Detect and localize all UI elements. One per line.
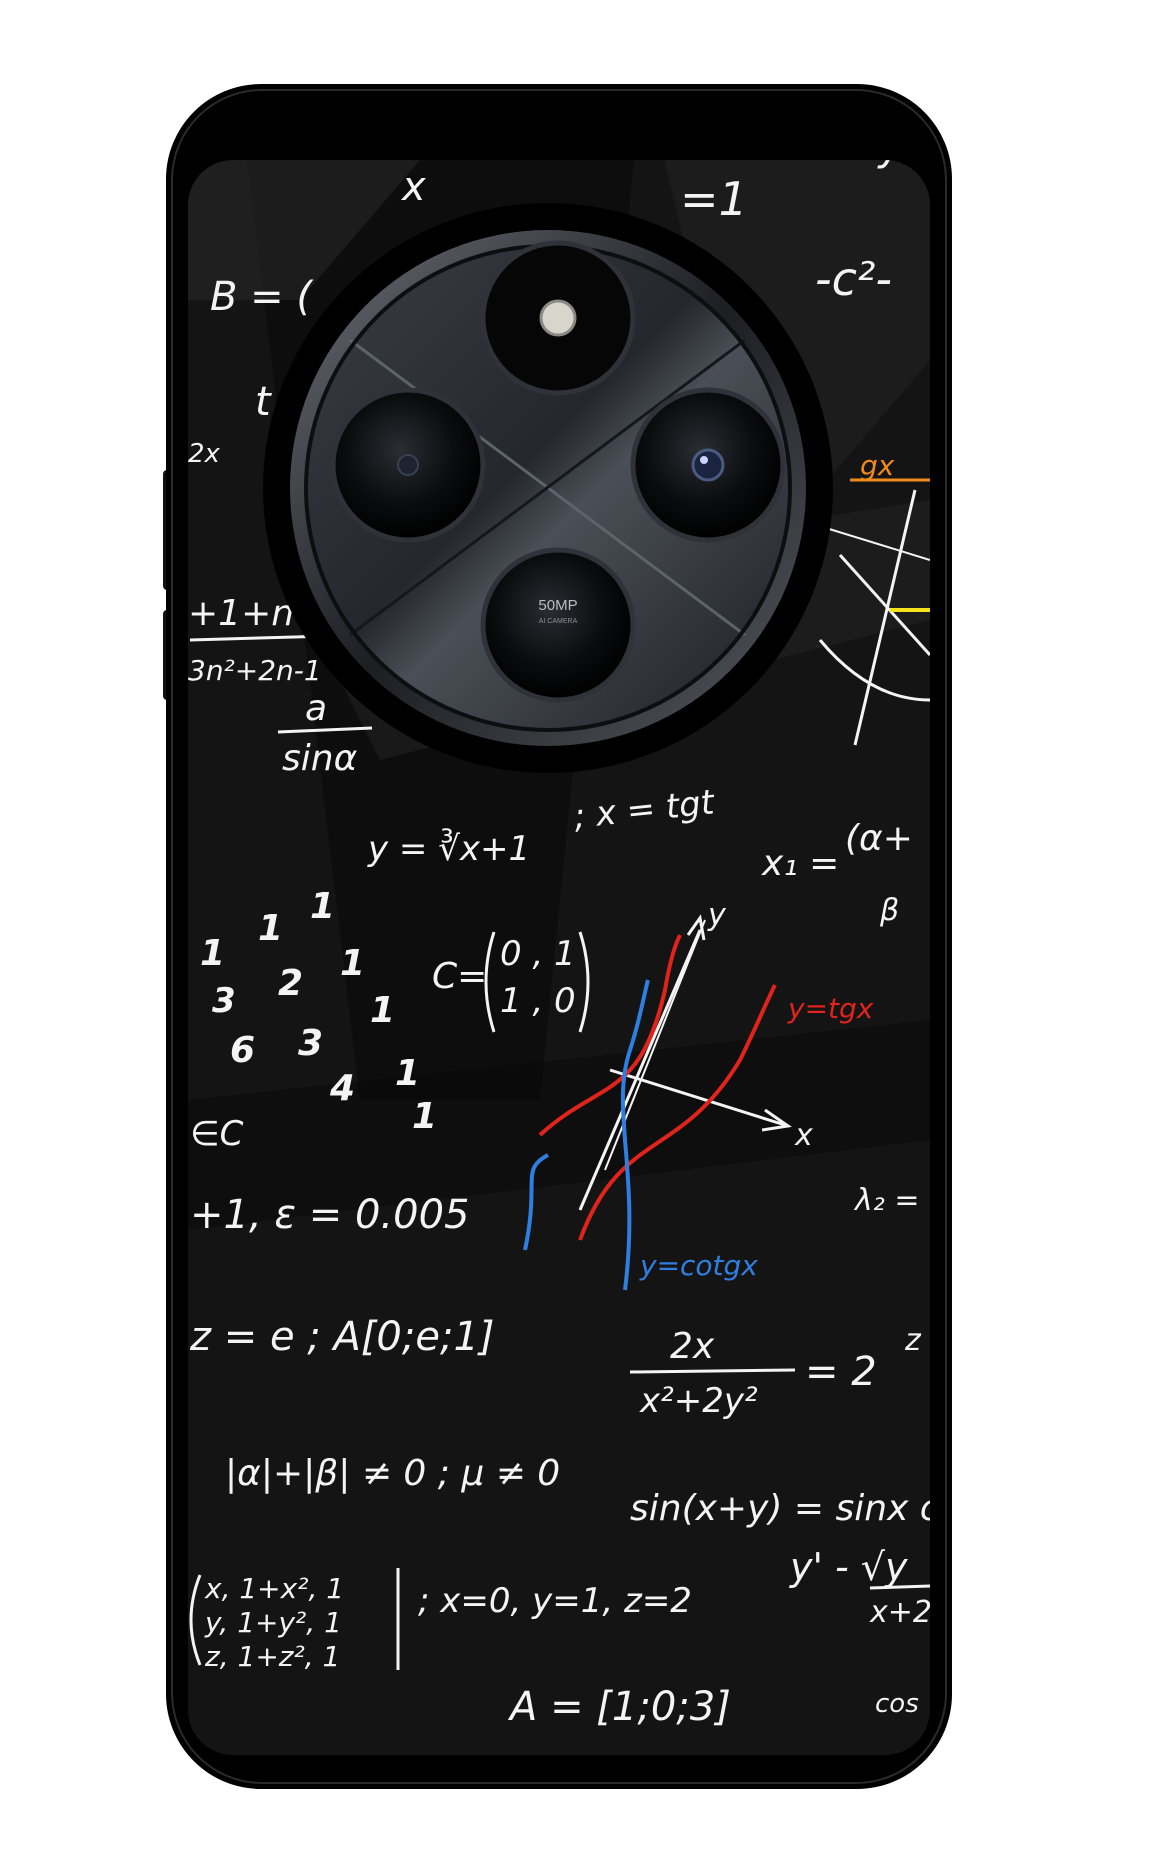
fraction-bar — [277, 726, 373, 734]
lens-left — [330, 387, 486, 543]
formula-text: sinα — [282, 738, 358, 779]
matrix-bracket — [484, 931, 496, 1033]
formula-text: (α+ — [845, 818, 913, 859]
digit: 3 — [298, 1023, 323, 1064]
digit-cluster: 1 1 1 2 1 3 1 6 3 4 1 1 — [200, 886, 437, 1137]
lens-glass — [397, 454, 419, 476]
digit: 1 — [200, 933, 225, 974]
sketch-line — [853, 489, 917, 746]
formula-text: z — [904, 1323, 922, 1358]
formula-text: a — [305, 688, 327, 729]
graph-label-cotg: y=cotgx — [639, 1249, 758, 1282]
fraction-bar — [629, 1368, 796, 1374]
tg-curve — [578, 984, 777, 1241]
formula-text: 2x — [670, 1326, 715, 1367]
graph-x-axis — [609, 1068, 786, 1127]
digit: 1 — [310, 886, 335, 927]
formula-text: x — [400, 164, 426, 210]
camera-plate-seam — [349, 338, 746, 637]
sketch-arc — [818, 639, 930, 702]
lens-main: 50MP AI CAMERA — [480, 547, 636, 703]
digit: 1 — [395, 1053, 420, 1094]
formula-text: =1 — [680, 172, 748, 226]
camera-badge-sub: AI CAMERA — [539, 618, 578, 625]
formula-text: λ₂ = — [853, 1183, 919, 1218]
formula-text: y = ∛x+1 — [367, 828, 530, 869]
camera-module: 50MP AI CAMERA — [263, 203, 833, 773]
flash — [480, 240, 636, 396]
matrix-row: 0 , 1 — [500, 934, 576, 974]
cotg-curve — [523, 1153, 549, 1251]
matrix-bracket — [189, 1574, 202, 1666]
formula-text: 2x — [188, 439, 221, 469]
formula-text: +1, ε = 0.005 — [190, 1192, 469, 1238]
formula-text: z = e ; A[0;e;1] — [189, 1314, 495, 1360]
formula-text: x²+2y² — [639, 1381, 758, 1421]
graph-asymptote — [604, 919, 706, 1171]
case-rim — [171, 89, 947, 1784]
formula-text: t — [255, 379, 272, 425]
digit: 4 — [329, 1068, 355, 1109]
formula-text: |α|+|β| ≠ 0 ; μ ≠ 0 — [225, 1453, 560, 1494]
digit: 1 — [412, 1096, 437, 1137]
digit: 3 — [212, 981, 236, 1021]
matrix-row: z, 1+z², 1 — [204, 1640, 340, 1673]
formula-text: β — [879, 893, 899, 928]
shadow-beam — [188, 1020, 930, 1230]
lens-right — [630, 387, 786, 543]
digit: 1 — [258, 908, 283, 949]
matrix-label: C= — [432, 956, 487, 997]
digit: 1 — [340, 943, 365, 984]
graph-x-arrow — [761, 1108, 792, 1132]
formula-text: B = ( — [210, 274, 314, 320]
formula-text: = 2 — [805, 1349, 877, 1395]
digit: 1 — [370, 990, 395, 1031]
formula-text: ∈C — [190, 1114, 244, 1154]
sketch-line — [838, 553, 930, 657]
matrix-row: y, 1+y², 1 — [204, 1606, 342, 1639]
formula-text: A = [1;0;3] — [507, 1684, 731, 1730]
graph-y-axis — [578, 929, 702, 1211]
formula-text: cos — [875, 1689, 919, 1719]
formula-text: x+2 — [869, 1595, 932, 1630]
tg-curve — [538, 934, 682, 1137]
graph-label-y: y — [707, 898, 727, 933]
cotg-curve — [620, 979, 650, 1291]
camera-badge: 50MP — [538, 597, 577, 614]
matrix-xyz: x, 1+x², 1 y, 1+y², 1 z, 1+z², 1 — [189, 1568, 400, 1673]
matrix-row: x, 1+x², 1 — [204, 1572, 344, 1605]
flash-led — [539, 299, 577, 337]
light-band — [188, 160, 420, 300]
formula-text: gx — [860, 449, 895, 482]
formula-text: y' - √y — [789, 1545, 908, 1589]
graph-y-arrow — [686, 914, 706, 941]
tangent-graph: y=tgx y x y=cotgx — [523, 898, 874, 1291]
shadow-beam — [650, 160, 930, 560]
graph-label-x: x — [794, 1118, 813, 1153]
matrix-row: 1 , 0 — [500, 981, 576, 1021]
lens-glint — [700, 456, 708, 464]
formula-text: sin(x+y) = sinx c — [630, 1488, 940, 1529]
formula-text: -c²- — [815, 252, 892, 306]
lens-glass — [691, 448, 725, 482]
fraction-bar — [869, 1584, 930, 1590]
digit: 6 — [230, 1030, 255, 1071]
formula-text: +1+n — [188, 593, 294, 634]
matrix-bracket — [578, 931, 590, 1033]
graph-label-tg: y=tgx — [787, 992, 874, 1025]
matrix-c: C= 0 , 1 1 , 0 — [432, 931, 590, 1033]
formula-text: 3n²+2n-1 — [188, 654, 322, 687]
digit: 2 — [278, 963, 303, 1004]
lens-ring — [480, 547, 636, 703]
formula-text: ; x=0, y=1, z=2 — [418, 1581, 692, 1621]
formula-text: 2x²y — [810, 121, 904, 170]
formula-text: x₁ = — [761, 843, 839, 884]
